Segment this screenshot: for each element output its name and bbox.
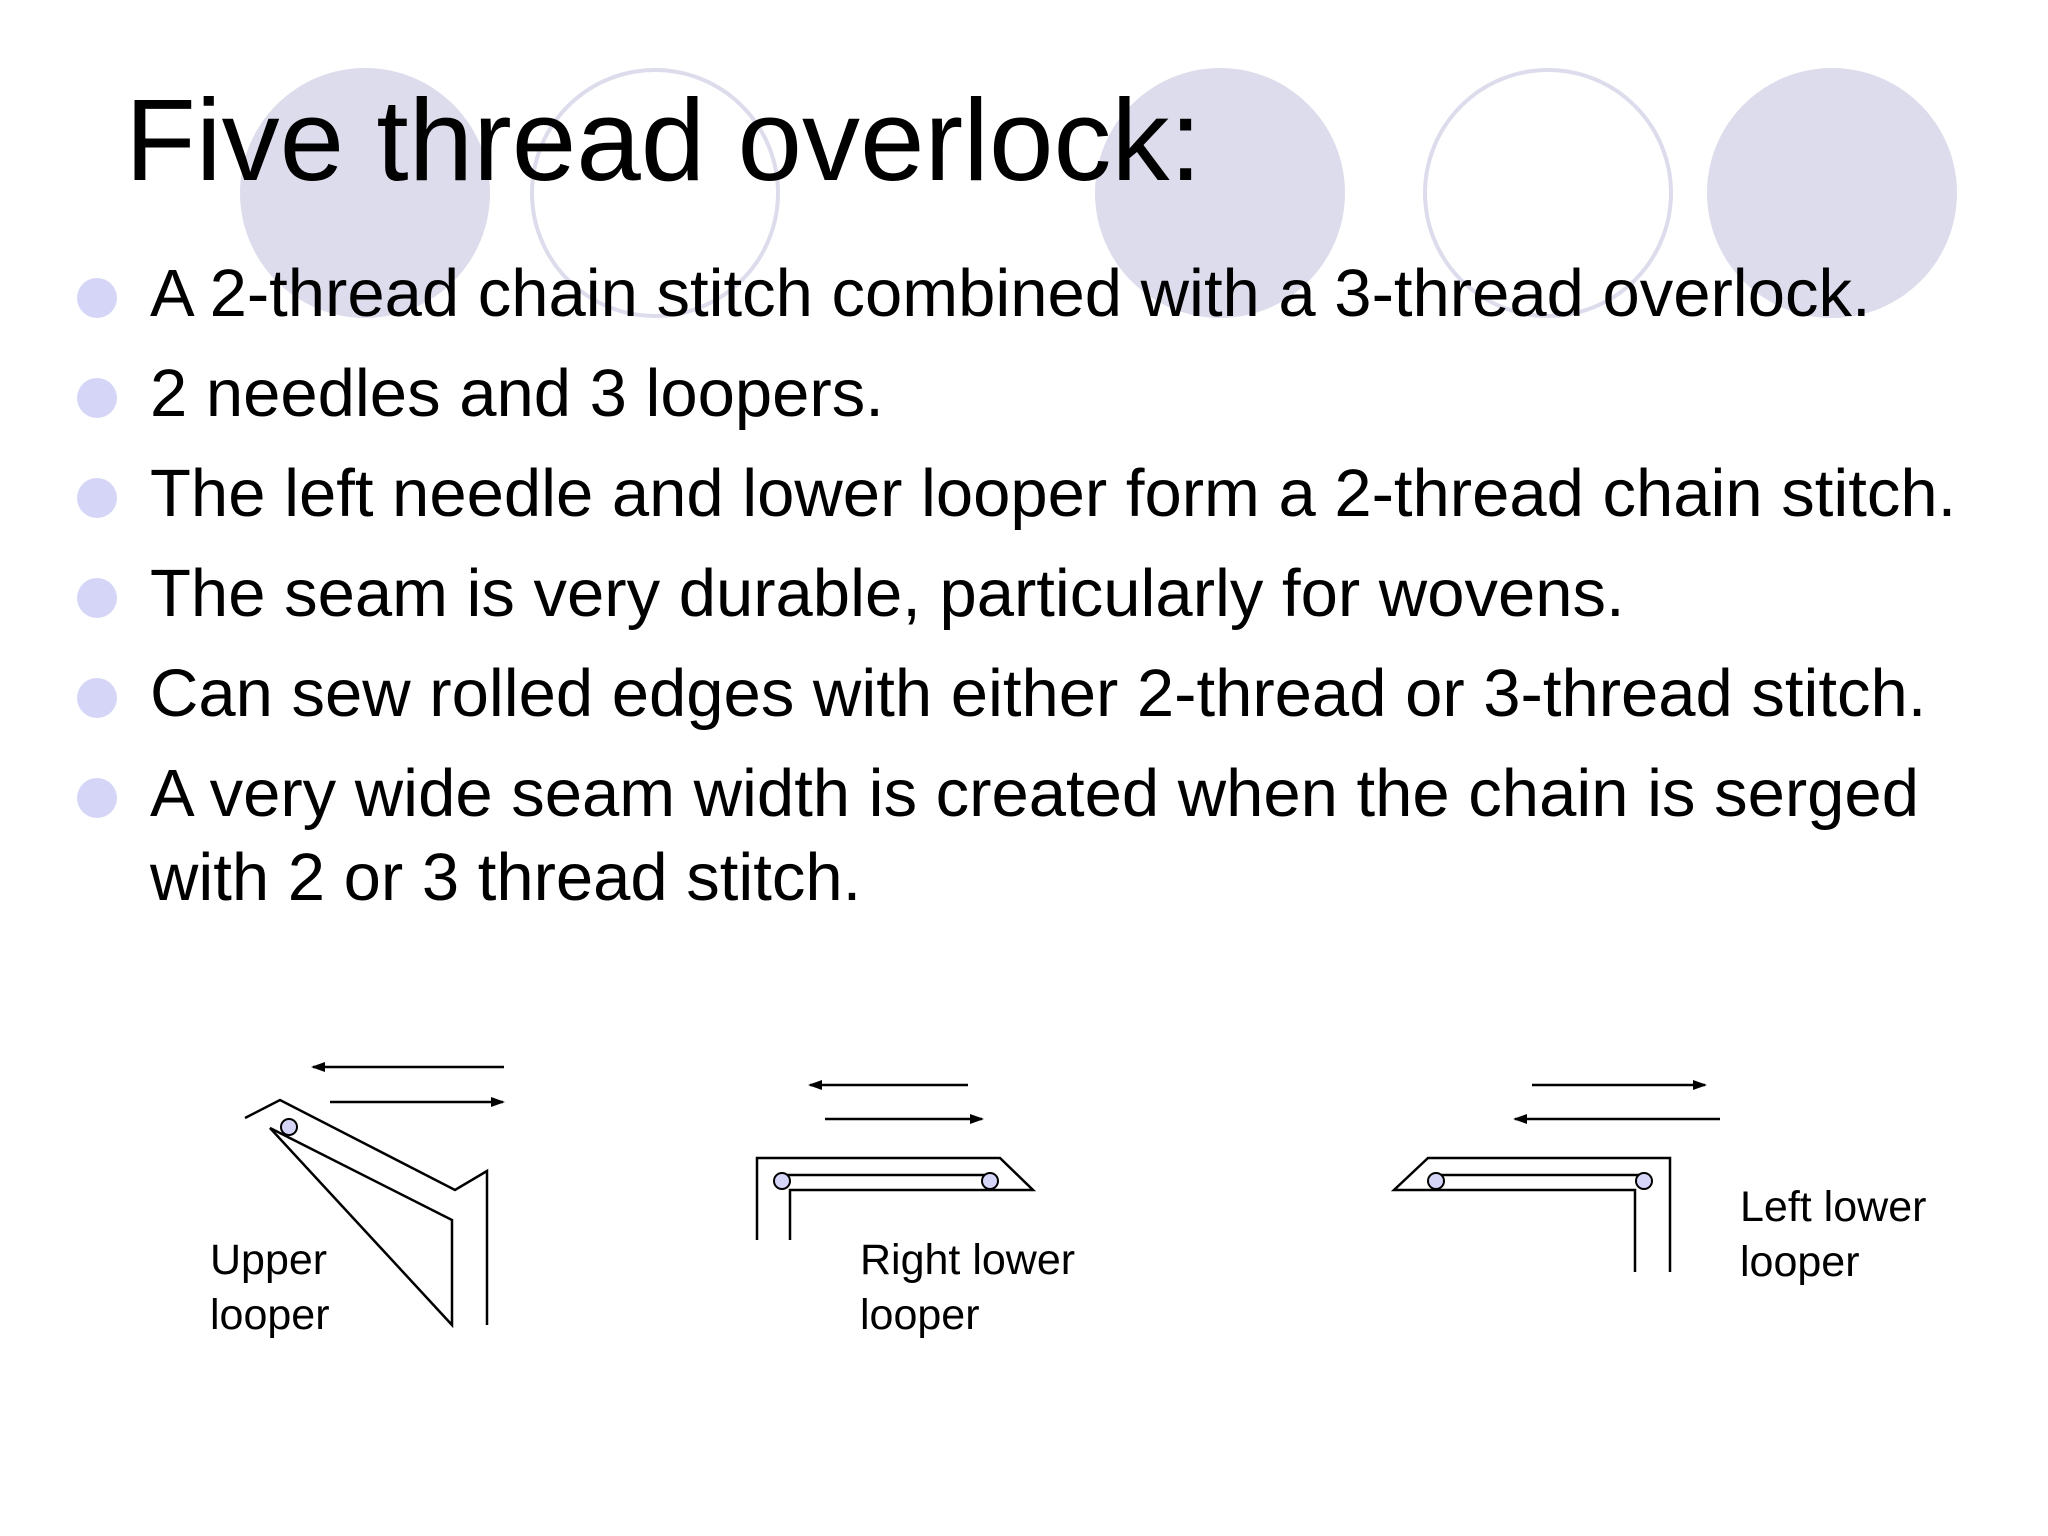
bullet-text: The seam is very durable, particularly f… xyxy=(150,556,1625,631)
bullet-dot-icon xyxy=(77,778,117,818)
slide-title: Five thread overlock: xyxy=(125,75,1202,205)
label-line: Left lower xyxy=(1740,1183,1927,1231)
upper-looper-label: Upper looper xyxy=(210,1233,330,1343)
bullet-text: 2 needles and 3 loopers. xyxy=(150,356,884,431)
decor-circle-filled xyxy=(1707,68,1957,318)
bullet-item: The left needle and lower looper form a … xyxy=(77,452,2030,536)
right-lower-looper-label: Right lower looper xyxy=(860,1233,1075,1343)
label-line: looper xyxy=(1740,1238,1860,1286)
label-line: looper xyxy=(860,1291,980,1339)
bullet-item: 2 needles and 3 loopers. xyxy=(77,352,2030,436)
bullet-dot-icon xyxy=(77,578,117,618)
looper-eye-icon xyxy=(1427,1172,1445,1190)
looper-eye-icon xyxy=(773,1172,791,1190)
decor-circle-outline xyxy=(1423,68,1673,318)
left-lower-looper-label: Left lower looper xyxy=(1740,1180,1926,1290)
left-lower-looper-shape xyxy=(1390,1156,1672,1272)
decor-circle-filled xyxy=(240,68,490,318)
bullet-item: A 2-thread chain stitch combined with a … xyxy=(77,252,2030,336)
bullet-item: Can sew rolled edges with either 2-threa… xyxy=(77,652,2030,736)
right-lower-looper-shape xyxy=(755,1156,1037,1240)
label-line: Right lower xyxy=(860,1236,1076,1284)
bullet-text: Can sew rolled edges with either 2-threa… xyxy=(150,656,1927,731)
bullet-item: The seam is very durable, particularly f… xyxy=(77,552,2030,636)
looper-eye-icon xyxy=(1635,1172,1653,1190)
left-lower-looper-diagram xyxy=(1390,1080,1720,1272)
right-lower-looper-diagram xyxy=(755,1080,1037,1240)
bullet-item: A very wide seam width is created when t… xyxy=(77,752,2030,920)
decor-circle-outline xyxy=(530,68,780,318)
bullet-dot-icon xyxy=(77,478,117,518)
looper-eye-icon xyxy=(981,1172,999,1190)
bullet-dot-icon xyxy=(77,378,117,418)
upper-looper-shape xyxy=(244,1098,489,1329)
label-line: Upper xyxy=(210,1236,328,1284)
bullet-dot-icon xyxy=(77,678,117,718)
bullet-text: A very wide seam width is created when t… xyxy=(150,756,1919,915)
bullet-dot-icon xyxy=(77,278,117,318)
bullet-text: The left needle and lower looper form a … xyxy=(150,456,1957,531)
bullet-text: A 2-thread chain stitch combined with a … xyxy=(150,256,1871,331)
upper-looper-diagram xyxy=(244,1062,505,1329)
decor-circle-filled xyxy=(1095,68,1345,318)
label-line: looper xyxy=(210,1291,330,1339)
looper-eye-icon xyxy=(280,1118,298,1136)
